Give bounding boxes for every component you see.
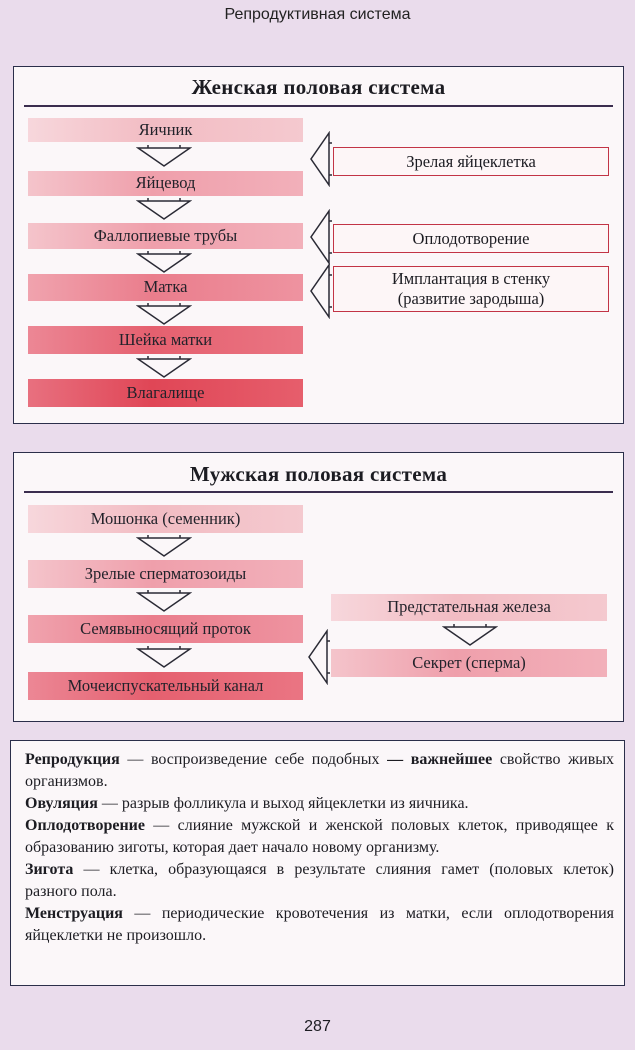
male-side-prostate: Предстательная железа [331,594,607,621]
definition-term: Менструация [25,905,123,922]
page-header-title: Репродуктивная система [224,6,411,23]
definitions-box: Репродукция — воспроизведение себе подоб… [10,740,625,986]
female-panel-title: Женская половая система [191,75,446,99]
female-side-mature-egg: Зрелая яйцеклетка [333,147,609,176]
male-chain-vas-deferens: Семявыносящий проток [28,615,303,643]
male-title-rule [24,491,613,493]
male-chain-scrotum: Мошонка (семенник) [28,505,303,533]
female-side-implantation: Имплантация в стенку (развитие зародыша) [333,266,609,312]
male-panel-title: Мужская половая система [189,462,448,486]
down-arrow-icon [136,646,192,668]
down-arrow-icon [136,251,192,273]
left-arrow-icon [308,629,330,685]
down-arrow-icon [136,356,192,378]
male-side-secretion: Секрет (сперма) [331,649,607,677]
definition-reproduction: Репродукция — воспроизведение себе подоб… [25,749,614,793]
definition-emphasis: — важнейшее [387,751,493,768]
left-arrow-icon [310,209,332,265]
definition-text: — слияние мужской и женской половых клет… [25,817,614,856]
female-side-implantation-line1: Имплантация в стенку [391,269,551,288]
left-arrow-icon [310,263,332,319]
definition-text: свойство живых организмов. [25,751,614,790]
definition-term: Зигота [25,861,74,878]
page-number: 287 [304,1018,331,1035]
female-chain-oviduct: Яйцевод [28,171,303,196]
down-arrow-icon [136,145,192,167]
down-arrow-icon [136,535,192,557]
definition-fertilization: Оплодотворение — слияние мужской и женск… [25,815,614,859]
female-chain-fallopian-tubes: Фаллопиевые трубы [28,223,303,249]
female-system-panel: Женская половая система Яичник Яйцевод Ф… [13,66,624,424]
down-arrow-icon [442,624,498,646]
definition-text: — клетка, образующаяся в результате слия… [25,861,614,900]
definition-text: — разрыв фолликула и выход яйцеклетки из… [97,795,469,812]
female-chain-uterus: Матка [28,274,303,301]
definition-text: — периодические кровотечения из матки, е… [25,905,614,944]
definition-text: — воспроизведение себе подобных [119,751,388,768]
definition-ovulation: Овуляция — разрыв фолликула и выход яйце… [25,793,614,815]
female-title-rule [24,105,613,107]
definition-term: Оплодотворение [25,817,145,834]
definition-menstruation: Менструация — периодические кровотечения… [25,903,614,947]
definition-zygote: Зигота — клетка, образующаяся в результа… [25,859,614,903]
male-chain-urethra: Мочеиспускательный канал [28,672,303,700]
left-arrow-icon [310,131,332,187]
female-side-fertilization: Оплодотворение [333,224,609,253]
definition-term: Репродукция [25,751,120,768]
female-side-implantation-line2: (развитие зародыша) [397,289,545,308]
male-system-panel: Мужская половая система Мошонка (семенни… [13,452,624,722]
down-arrow-icon [136,303,192,325]
female-chain-ovary: Яичник [28,118,303,142]
male-chain-mature-sperm: Зрелые сперматозоиды [28,560,303,588]
down-arrow-icon [136,590,192,612]
female-chain-cervix: Шейка матки [28,326,303,354]
down-arrow-icon [136,198,192,220]
definition-term: Овуляция [25,795,98,812]
female-chain-vagina: Влагалище [28,379,303,407]
